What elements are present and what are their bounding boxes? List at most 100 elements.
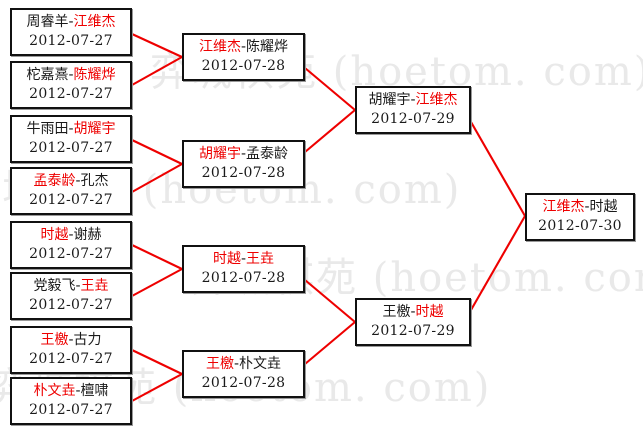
player-separator: - <box>75 278 81 294</box>
player-winner: 陈耀烨 <box>73 67 116 83</box>
player-separator: - <box>410 304 416 320</box>
match-date: 2012-07-30 <box>538 218 622 234</box>
player-loser: 柁嘉熹 <box>26 67 69 83</box>
player-loser: 古力 <box>73 332 102 348</box>
match-players: 周睿羊-江维杰 <box>12 12 130 32</box>
match-players: 江维杰-时越 <box>527 197 633 217</box>
match-players: 王檄-时越 <box>357 302 469 322</box>
match-date: 2012-07-27 <box>29 351 113 367</box>
player-winner: 江维杰 <box>198 39 241 55</box>
match-date: 2012-07-27 <box>29 402 113 418</box>
connector-line <box>131 268 183 297</box>
connector-line <box>131 139 183 165</box>
match-date: 2012-07-28 <box>201 375 286 391</box>
player-separator: - <box>240 146 247 162</box>
connector-line <box>131 373 183 402</box>
player-winner: 胡耀宇 <box>198 146 241 162</box>
match-date: 2012-07-28 <box>201 58 286 74</box>
player-separator: - <box>240 251 247 267</box>
player-loser: 孟泰龄 <box>246 146 289 162</box>
match-players: 胡耀宇-江维杰 <box>357 90 469 110</box>
match-players: 时越-谢赫 <box>12 225 130 245</box>
player-loser: 牛雨田 <box>26 121 69 137</box>
player-separator: - <box>75 173 81 189</box>
player-separator: - <box>584 199 590 215</box>
player-loser: 周睿羊 <box>26 14 69 30</box>
player-separator: - <box>68 227 74 243</box>
player-winner: 朴文垚 <box>33 383 76 399</box>
connector-line <box>131 349 183 375</box>
player-loser: 朴文垚 <box>239 356 282 372</box>
player-loser: 谢赫 <box>73 227 102 243</box>
player-winner: 江维杰 <box>73 14 116 30</box>
connector-line <box>304 67 356 111</box>
connector-line <box>304 109 356 153</box>
connector-line <box>470 121 526 217</box>
match-players: 王檄-古力 <box>12 330 130 350</box>
player-winner: 时越 <box>212 251 241 267</box>
player-separator: - <box>68 332 74 348</box>
player-loser: 王檄 <box>382 304 411 320</box>
connector-line <box>131 33 183 58</box>
match-players: 王檄-朴文垚 <box>184 354 303 374</box>
player-loser: 时越 <box>589 199 618 215</box>
connector-line <box>131 244 183 270</box>
player-winner: 江维杰 <box>542 199 585 215</box>
match-date: 2012-07-27 <box>29 192 113 208</box>
match-players: 朴文垚-檀啸 <box>12 381 130 401</box>
match-players: 胡耀宇-孟泰龄 <box>184 144 303 164</box>
player-separator: - <box>410 92 416 108</box>
player-separator: - <box>68 14 74 30</box>
match-players: 孟泰龄-孔杰 <box>12 171 130 191</box>
match-date: 2012-07-28 <box>201 270 286 286</box>
match-players: 党毅飞-王垚 <box>12 276 130 296</box>
player-winner: 时越 <box>415 304 444 320</box>
connector-line <box>470 215 526 311</box>
match-date: 2012-07-29 <box>371 323 455 339</box>
match-date: 2012-07-27 <box>29 33 113 49</box>
connector-line <box>304 279 356 323</box>
player-loser: 陈耀烨 <box>246 39 289 55</box>
player-winner: 江维杰 <box>415 92 458 108</box>
match-date: 2012-07-27 <box>29 86 113 102</box>
player-loser: 党毅飞 <box>33 278 76 294</box>
connector-line <box>131 56 183 86</box>
player-winner: 王檄 <box>40 332 69 348</box>
player-winner: 孟泰龄 <box>33 173 76 189</box>
player-separator: - <box>68 121 74 137</box>
match-players: 时越-王垚 <box>184 249 303 269</box>
player-winner: 王檄 <box>205 356 234 372</box>
connector-line <box>131 163 183 193</box>
match-date: 2012-07-29 <box>371 111 455 127</box>
match-players: 牛雨田-胡耀宇 <box>12 119 130 139</box>
player-separator: - <box>68 67 74 83</box>
match-date: 2012-07-27 <box>29 140 113 156</box>
player-loser: 檀啸 <box>80 383 109 399</box>
match-players: 江维杰-陈耀烨 <box>184 37 303 57</box>
match-date: 2012-07-27 <box>29 297 113 313</box>
player-loser: 胡耀宇 <box>368 92 411 108</box>
match-players: 柁嘉熹-陈耀烨 <box>12 65 130 85</box>
match-date: 2012-07-28 <box>201 165 286 181</box>
player-separator: - <box>233 356 240 372</box>
player-winner: 胡耀宇 <box>73 121 116 137</box>
player-separator: - <box>240 39 247 55</box>
player-winner: 时越 <box>40 227 69 243</box>
player-winner: 王垚 <box>80 278 109 294</box>
